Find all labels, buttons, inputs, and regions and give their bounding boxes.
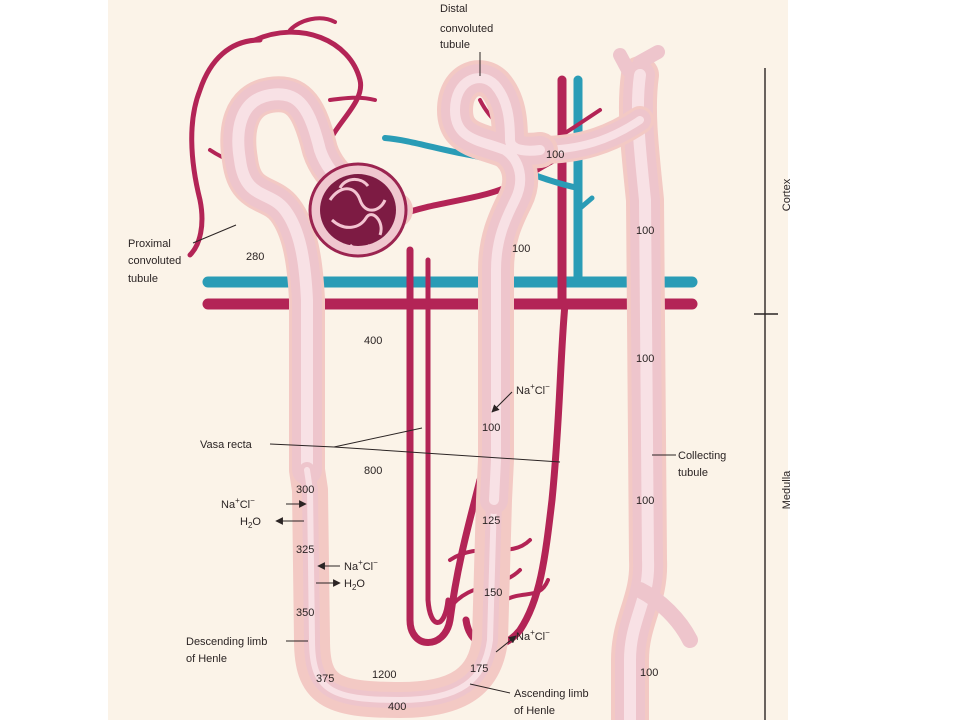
medulla-label: Medulla: [781, 470, 793, 509]
value-100-collecting-4: 100: [640, 667, 658, 679]
distal-label-1: Distal: [440, 3, 468, 15]
ascending-label-2: of Henle: [514, 705, 555, 717]
nacl-ascending-upper: Na+Cl−: [516, 382, 550, 397]
proximal-label-2: convoluted: [128, 255, 181, 267]
value-400-interstitium: 400: [364, 335, 382, 347]
capillary-twig-5: [560, 108, 602, 137]
cortex-label: Cortex: [781, 178, 793, 211]
value-100-ascending-high: 100: [512, 243, 530, 255]
value-800: 800: [364, 465, 382, 477]
capillary-outer-left: [187, 37, 263, 258]
collecting-label-2: tubule: [678, 467, 708, 479]
structure-labels: Distal convoluted tubule Proximal convol…: [128, 3, 726, 717]
ascending-label-1: Ascending limb: [514, 688, 589, 700]
value-100-collecting-3: 100: [636, 495, 654, 507]
zone-ruler: Cortex Medulla: [754, 68, 793, 720]
nacl-ascending-lower: Na+Cl−: [516, 628, 550, 643]
proximal-leader: [192, 224, 237, 244]
osmolarity-values: 280 400 800 1200 300 325 350 375 400 175…: [246, 149, 658, 713]
distal-label-3: tubule: [440, 39, 470, 51]
value-1200: 1200: [372, 669, 396, 681]
value-375: 375: [316, 673, 334, 685]
value-350: 350: [296, 607, 314, 619]
vein-branch-2: [575, 195, 595, 213]
nacl-ascending-upper-arrow: [491, 391, 513, 413]
vasa-recta-cross-3: [503, 578, 550, 602]
capillary-top-twig: [288, 16, 337, 32]
value-100-distal: 100: [546, 149, 564, 161]
descending-label-1: Descending limb: [186, 636, 267, 648]
descending-label-2: of Henle: [186, 653, 227, 665]
proximal-label-1: Proximal: [128, 238, 171, 250]
transport-labels: Na+Cl− H2O Na+Cl− H2O Na+Cl− Na+Cl−: [221, 382, 550, 653]
h2o-left: H2O: [240, 516, 261, 530]
value-125: 125: [482, 515, 500, 527]
value-325: 325: [296, 544, 314, 556]
value-280: 280: [246, 251, 264, 263]
distal-label-2: convoluted: [440, 23, 493, 35]
vasa-recta-inner-loop: [425, 257, 451, 625]
value-100-ascending-low: 100: [482, 422, 500, 434]
h2o-mid: H2O: [344, 578, 365, 592]
vasa-leader-left: [333, 427, 423, 448]
value-150: 150: [484, 587, 502, 599]
capillary-twig-2: [328, 95, 377, 102]
capillary-outer-top: [252, 29, 364, 143]
value-175: 175: [470, 663, 488, 675]
capillary-tuft: [320, 174, 396, 246]
collecting-label-1: Collecting: [678, 450, 726, 462]
nephron-tubule: [220, 60, 558, 718]
glomerulus: [308, 162, 408, 258]
vasa-recta-label: Vasa recta: [200, 439, 253, 451]
vasa-recta-outer-loop: [406, 246, 484, 646]
value-100-collecting-2: 100: [636, 353, 654, 365]
value-300: 300: [296, 484, 314, 496]
nacl-left: Na+Cl−: [221, 496, 255, 511]
tuft-loops: [328, 178, 387, 236]
nacl-ascending-lower-arrow: [495, 635, 517, 653]
proximal-label-3: tubule: [128, 273, 158, 285]
ascending-leader: [469, 683, 511, 694]
vasa-leader-right: [333, 446, 561, 463]
value-100-collecting-1: 100: [636, 225, 654, 237]
tuft-loop-lower: [348, 243, 372, 251]
nacl-mid: Na+Cl−: [344, 558, 378, 573]
vasa-leader-base: [269, 443, 335, 448]
value-400-bottom: 400: [388, 701, 406, 713]
